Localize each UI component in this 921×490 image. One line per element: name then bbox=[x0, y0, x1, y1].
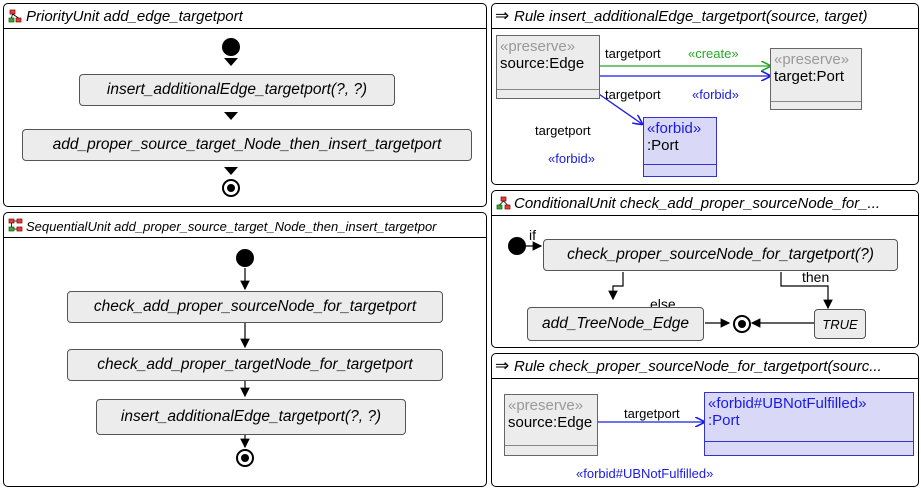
conditional-unit-icon bbox=[496, 196, 511, 210]
edge-forbid2-label: targetport bbox=[535, 123, 591, 138]
add-tree-node-edge-unit[interactable]: add_TreeNode_Edge bbox=[527, 307, 704, 341]
priority-unit-icon bbox=[8, 9, 22, 23]
add-proper-source-target-unit[interactable]: add_proper_source_target_Node_then_inser… bbox=[22, 129, 472, 161]
priority-unit-title: PriorityUnit add_edge_targetport bbox=[26, 8, 243, 25]
node-separator bbox=[644, 164, 716, 165]
rule-check-header: ⇒ Rule check_proper_sourceNode_for_targe… bbox=[492, 354, 918, 379]
edge-label: targetport bbox=[624, 406, 680, 421]
insert-additional-edge-unit[interactable]: insert_additionalEdge_targetport(?, ?) bbox=[79, 74, 395, 106]
check-proper-source-node-unit[interactable]: check_proper_sourceNode_for_targetport(?… bbox=[543, 239, 898, 271]
forbid-condition-label: «forbid#UBNotFulfilled» bbox=[576, 466, 714, 481]
sequential-unit-title: SequentialUnit add_proper_source_target_… bbox=[26, 219, 437, 234]
edge-forbid-label: targetport bbox=[605, 87, 661, 102]
end-node bbox=[733, 315, 751, 333]
node-stereotype: «preserve» bbox=[500, 38, 576, 55]
check-add-proper-target-node-unit[interactable]: check_add_proper_targetNode_for_targetpo… bbox=[67, 349, 443, 381]
node-separator bbox=[505, 445, 597, 446]
rule-arrow-icon: ⇒ bbox=[495, 6, 510, 26]
end-node bbox=[222, 179, 240, 197]
check-add-proper-source-node-unit[interactable]: check_add_proper_sourceNode_for_targetpo… bbox=[67, 291, 443, 323]
edge-create-label: targetport bbox=[605, 46, 661, 61]
node-separator bbox=[771, 101, 861, 102]
node-separator bbox=[705, 441, 913, 442]
conditional-unit-title: ConditionalUnit check_add_proper_sourceN… bbox=[514, 195, 881, 212]
node-stereotype: «preserve» bbox=[508, 397, 584, 414]
sequential-unit-panel: SequentialUnit add_proper_source_target_… bbox=[3, 212, 487, 487]
rule-check-panel: ⇒ Rule check_proper_sourceNode_for_targe… bbox=[491, 353, 919, 487]
node-name: source:Edge bbox=[500, 55, 585, 72]
node-separator bbox=[497, 89, 599, 90]
node-name: target:Port bbox=[774, 68, 845, 85]
if-label: if bbox=[529, 227, 536, 243]
source-edge-node[interactable]: «preserve» source:Edge bbox=[496, 35, 600, 99]
rule-insert-header: ⇒ Rule insert_additionalEdge_targetport(… bbox=[492, 4, 918, 29]
true-unit[interactable]: TRUE bbox=[814, 309, 866, 339]
priority-unit-panel: PriorityUnit add_edge_targetport insert_… bbox=[3, 3, 487, 207]
start-node bbox=[236, 249, 254, 267]
start-node bbox=[222, 38, 240, 56]
priority-unit-header: PriorityUnit add_edge_targetport bbox=[4, 4, 486, 29]
node-name: :Port bbox=[647, 137, 679, 154]
node-stereotype: «forbid» bbox=[647, 120, 702, 137]
forbid-port-node[interactable]: «forbid#UBNotFulfilled» :Port bbox=[704, 392, 914, 456]
source-edge-node[interactable]: «preserve» source:Edge bbox=[504, 394, 598, 456]
node-stereotype: «forbid#UBNotFulfilled» bbox=[708, 395, 867, 412]
rule-insert-panel: ⇒ Rule insert_additionalEdge_targetport(… bbox=[491, 3, 919, 185]
rule-check-title: Rule check_proper_sourceNode_for_targetp… bbox=[514, 358, 882, 375]
node-stereotype: «preserve» bbox=[774, 51, 850, 68]
node-name: :Port bbox=[708, 412, 740, 429]
edge-forbid-action: «forbid» bbox=[692, 87, 739, 102]
target-port-node[interactable]: «preserve» target:Port bbox=[770, 48, 862, 110]
end-node bbox=[236, 449, 254, 467]
flow-pin bbox=[224, 58, 238, 66]
sequential-unit-icon bbox=[8, 218, 23, 232]
edge-create-action: «create» bbox=[688, 46, 739, 61]
insert-additional-edge-unit[interactable]: insert_additionalEdge_targetport(?, ?) bbox=[96, 399, 406, 435]
sequential-unit-header: SequentialUnit add_proper_source_target_… bbox=[4, 213, 486, 238]
node-name: source:Edge bbox=[508, 414, 593, 431]
rule-insert-title: Rule insert_additionalEdge_targetport(so… bbox=[514, 8, 868, 25]
edge-forbid2-action: «forbid» bbox=[548, 151, 595, 166]
start-node bbox=[508, 237, 526, 255]
conditional-unit-header: ConditionalUnit check_add_proper_sourceN… bbox=[492, 191, 918, 216]
flow-pin bbox=[224, 112, 238, 120]
rule-arrow-icon: ⇒ bbox=[495, 356, 510, 376]
forbid-port-node[interactable]: «forbid» :Port bbox=[643, 117, 717, 177]
then-label: then bbox=[802, 269, 830, 285]
conditional-unit-panel: ConditionalUnit check_add_proper_sourceN… bbox=[491, 190, 919, 348]
flow-pin bbox=[224, 167, 238, 175]
